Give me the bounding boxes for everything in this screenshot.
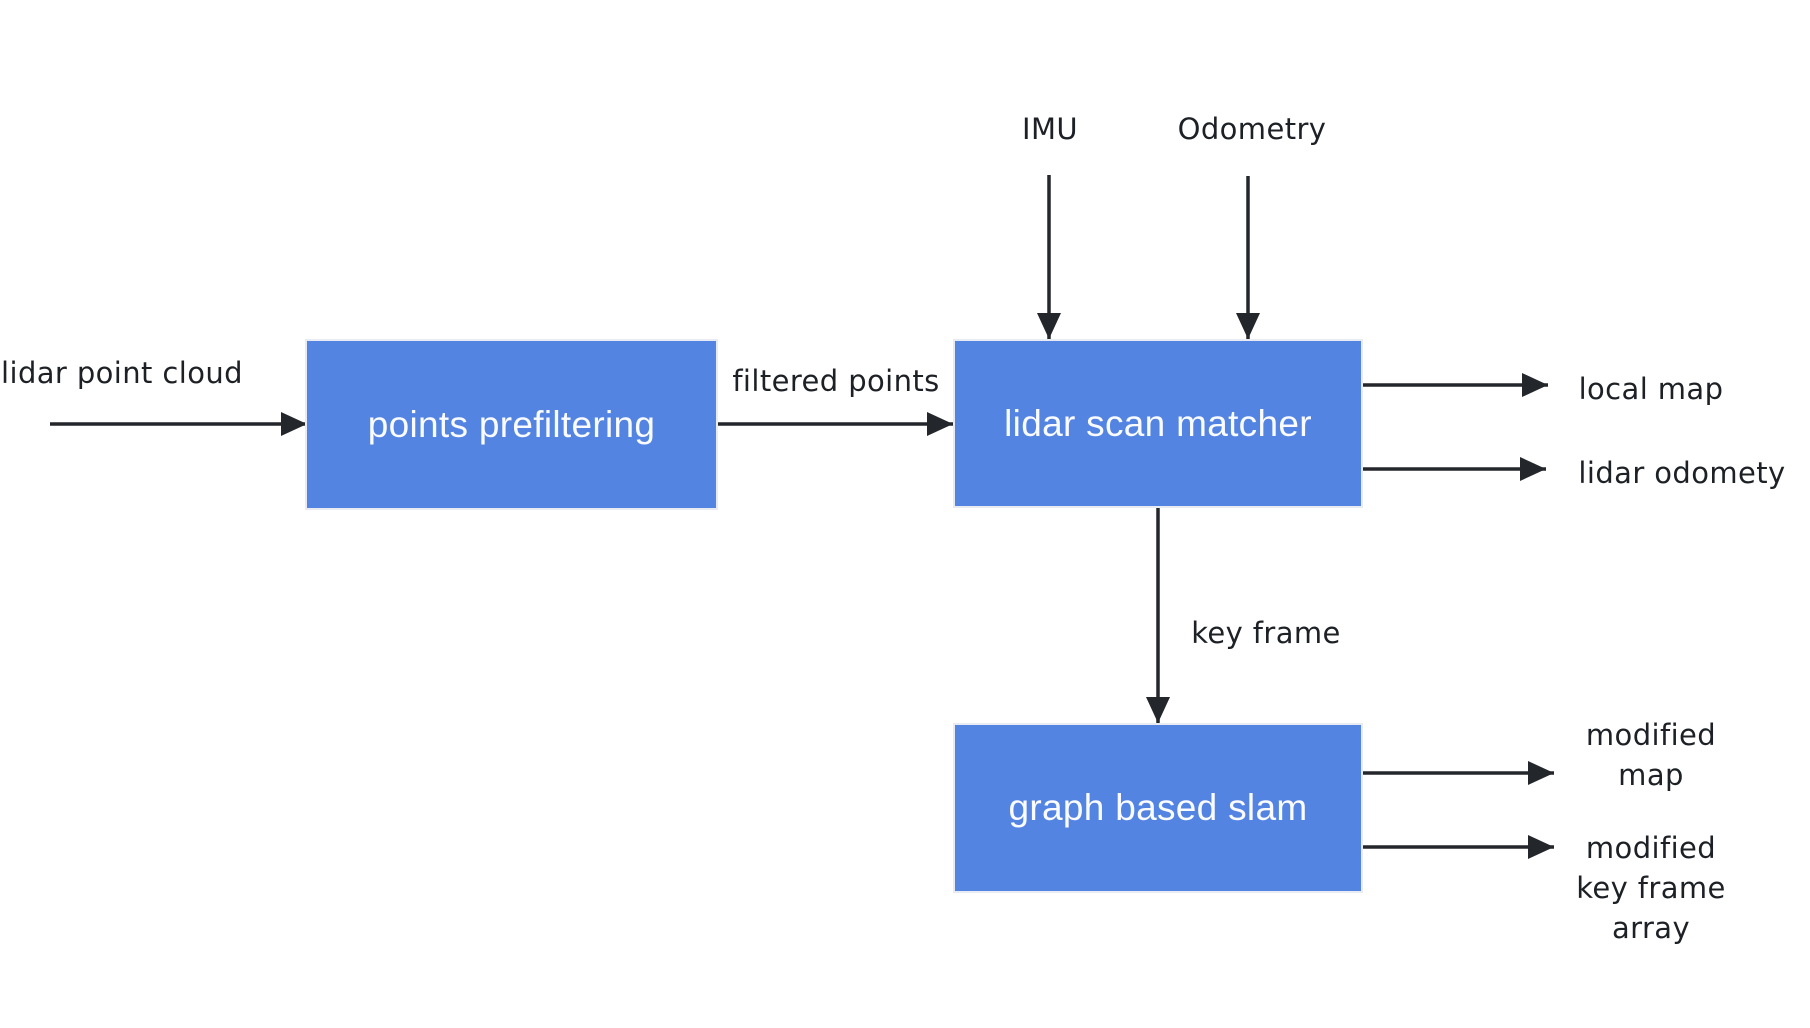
label-lidar-odomety: lidar odomety — [1578, 456, 1786, 490]
label-imu: IMU — [1022, 112, 1078, 146]
label-modified-key-frame-array-line1: modified — [1585, 831, 1717, 865]
node-graph-based-slam-label: graph based slam — [1008, 787, 1308, 828]
label-modified-map: modified map — [1586, 715, 1716, 795]
label-lidar-point-cloud: lidar point cloud — [1, 356, 243, 390]
label-modified-key-frame-array-line2: key frame — [1576, 871, 1726, 905]
node-points-prefiltering-label: points prefiltering — [367, 403, 656, 445]
node-lidar-scan-matcher-label: lidar scan matcher — [1004, 402, 1312, 444]
label-modified-map-line2: map — [1618, 758, 1684, 792]
label-local-map: local map — [1578, 372, 1724, 406]
node-graph-based-slam: graph based slam — [953, 723, 1363, 893]
label-modified-map-line1: modified — [1585, 718, 1717, 752]
label-modified-key-frame-array-line3: array — [1611, 911, 1691, 945]
label-modified-key-frame-array: modified key frame array — [1576, 828, 1726, 948]
label-odometry: Odometry — [1177, 112, 1327, 146]
label-filtered-points: filtered points — [732, 364, 940, 398]
node-points-prefiltering: points prefiltering — [305, 339, 718, 510]
label-key-frame: key frame — [1191, 616, 1341, 650]
node-lidar-scan-matcher: lidar scan matcher — [953, 339, 1363, 508]
